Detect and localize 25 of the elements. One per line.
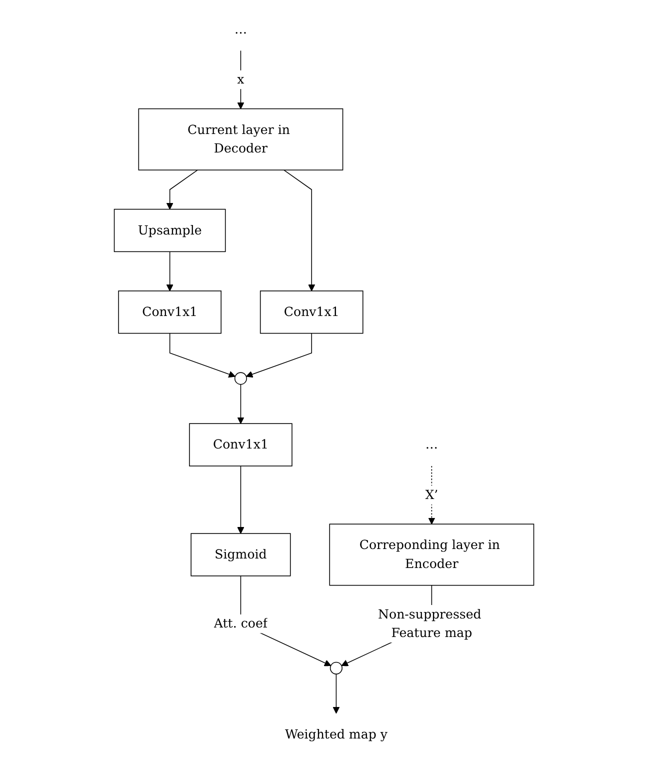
arrow [166,170,198,210]
node-circle [330,662,343,674]
node-box: Current layer in Decoder [138,108,344,170]
node-text: … [426,436,438,452]
node-box: Sigmoid [191,533,292,576]
node-box: Correponding layer in Encoder [330,524,535,586]
node-text: Weighted map y [285,726,388,742]
edge-label: x [238,72,245,87]
arrow [170,332,236,378]
node-box: Conv1x1 [190,423,293,466]
edge-label: X’ [426,487,439,502]
node-box: Conv1x1 [118,290,222,334]
node-box: Upsample [114,208,226,252]
arrow [166,251,174,292]
arrow [333,674,340,714]
arrow [284,170,316,292]
arrow [238,466,245,534]
edge-label: Non-suppressed Feature map [378,606,482,640]
arrow [238,384,245,424]
arrow [238,50,245,110]
edge-label: Att. coef [214,616,268,631]
node-box: Conv1x1 [260,290,364,334]
arrow [246,332,312,378]
node-text: … [234,22,248,37]
node-circle [234,372,248,385]
